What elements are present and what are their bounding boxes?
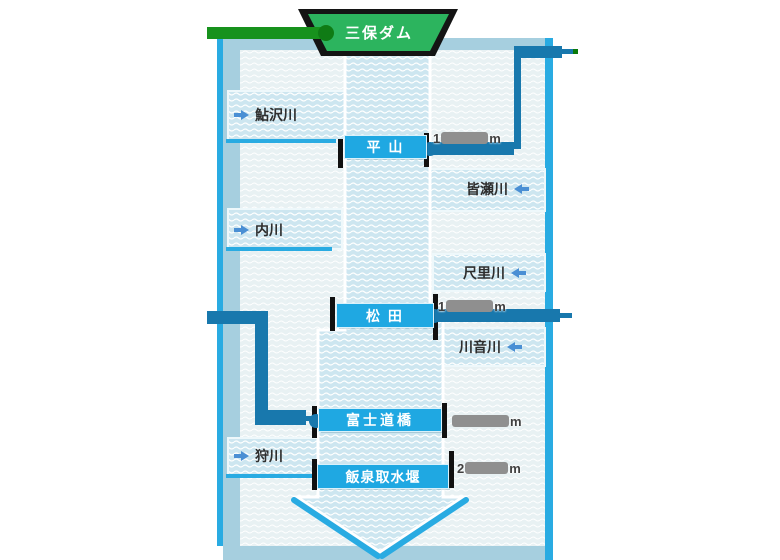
value-prefix: 1 xyxy=(433,130,441,146)
right-arrow-icon xyxy=(234,451,249,461)
tributary-label: 尺里川 xyxy=(463,265,505,281)
fujimichibashi-water-level: m xyxy=(451,413,522,429)
dam-left-canal xyxy=(207,25,334,41)
tributary-label: 狩川 xyxy=(255,448,283,464)
redacted-value xyxy=(465,462,509,474)
right-arrow-icon xyxy=(234,110,249,120)
dam-shape xyxy=(298,9,458,56)
left-arrow-icon xyxy=(507,342,522,352)
hisari-channel xyxy=(432,253,546,292)
outflow-arrow-edge xyxy=(291,497,469,559)
redacted-value xyxy=(441,132,489,144)
tributary-ayuzawa: 鮎沢川 xyxy=(234,106,297,124)
hirayama-conduit xyxy=(423,46,578,156)
tributary-kawaoto: 川音川 xyxy=(459,338,522,356)
tributary-channels xyxy=(227,90,546,477)
hirayama-water-level: 1 m xyxy=(433,130,501,146)
value-prefix: 2 xyxy=(457,460,465,476)
iizumi-water-level: 2 m xyxy=(457,460,521,476)
redacted-value xyxy=(446,300,494,312)
conduit-green-tip xyxy=(573,49,578,54)
value-unit: m xyxy=(494,298,506,314)
right-arrow-icon xyxy=(234,225,249,235)
tributary-label: 皆瀬川 xyxy=(466,181,508,197)
tributary-hisari: 尺里川 xyxy=(463,264,526,282)
tributary-label: 鮎沢川 xyxy=(255,107,297,123)
station-matsuda[interactable]: 松 田 xyxy=(337,304,433,327)
tributary-label: 川音川 xyxy=(459,339,501,355)
dam-label[interactable]: 三保ダム xyxy=(344,25,413,42)
value-prefix: 1 xyxy=(438,298,446,314)
station-fujimichibashi[interactable]: 富士道橋 xyxy=(319,409,441,431)
tributary-label: 内川 xyxy=(255,222,283,238)
kawaoto-channel xyxy=(432,327,546,367)
value-unit: m xyxy=(489,130,501,146)
left-arrow-icon xyxy=(511,268,526,278)
tributary-kari: 狩川 xyxy=(234,447,283,465)
matsuda-left-conduit xyxy=(207,311,323,428)
tributary-uchi: 内川 xyxy=(234,221,283,239)
left-arrow-icon xyxy=(514,184,529,194)
matsuda-water-level: 1 m xyxy=(438,298,506,314)
station-iizumi-weir[interactable]: 飯泉取水堰 xyxy=(318,465,448,488)
matsuda-right-conduit xyxy=(427,309,572,323)
station-hirayama[interactable]: 平 山 xyxy=(345,136,426,158)
redacted-value xyxy=(452,415,509,427)
tributary-minase: 皆瀬川 xyxy=(466,180,529,198)
value-unit: m xyxy=(509,460,521,476)
value-unit: m xyxy=(510,413,522,429)
tributary-cyan-edges xyxy=(226,139,336,478)
